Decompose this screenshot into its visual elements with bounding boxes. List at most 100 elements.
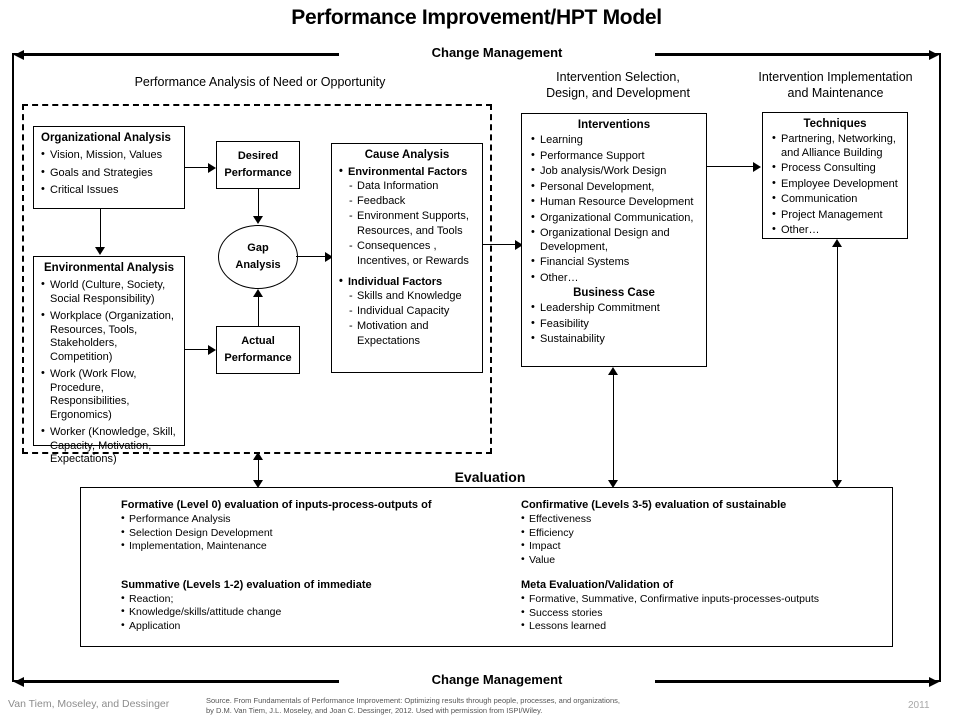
desired-performance-line2: Performance	[224, 167, 292, 179]
techniques-box: Techniques Partnering, Networking, and A…	[762, 112, 908, 239]
list-item: Learning	[531, 133, 697, 148]
arrow-shaft	[483, 244, 516, 245]
list-item: Organizational Design and Development,	[531, 226, 697, 254]
arrow-performance-analysis-to-evaluation	[253, 452, 264, 488]
cause-analysis-group2-list: Skills and Knowledge Individual Capacity…	[349, 289, 475, 349]
list-item: Financial Systems	[531, 255, 697, 270]
list-item: Effectiveness	[521, 512, 881, 527]
list-item: Skills and Knowledge	[349, 289, 475, 304]
list-item: Project Management	[772, 208, 898, 223]
list-item: Selection Design Development	[121, 526, 501, 541]
confirmative-list: Effectiveness Efficiency Impact Value	[521, 512, 881, 568]
arrow-org-to-environmental	[95, 209, 106, 256]
cause-analysis-title: Cause Analysis	[364, 149, 450, 161]
cause-analysis-group2-head: Individual Factors	[339, 275, 475, 288]
list-item: Feasibility	[531, 317, 697, 332]
cause-analysis-group1-list: Data Information Feedback Environment Su…	[349, 179, 475, 269]
business-case-list: Leadership Commitment Feasibility Sustai…	[531, 301, 697, 347]
arrowhead-left-icon	[14, 677, 24, 687]
footer-author: Van Tiem, Moseley, and Dessinger	[8, 698, 170, 710]
arrow-shaft	[185, 167, 209, 168]
list-item: Performance Support	[531, 149, 697, 164]
list-item: Application	[121, 619, 501, 634]
list-item: Impact	[521, 539, 881, 554]
footer-source: Source. From Fundamentals of Performance…	[206, 696, 766, 716]
list-item: Value	[521, 553, 881, 568]
arrowhead-right-icon	[929, 50, 939, 60]
arrowhead-down-icon	[608, 480, 618, 488]
desired-performance-box: Desired Performance	[216, 141, 300, 189]
change-management-bottom-label: Change Management	[339, 672, 655, 687]
list-item: Other…	[531, 271, 697, 286]
cause-analysis-box: Cause Analysis Environmental Factors Dat…	[331, 143, 483, 373]
interventions-title: Interventions	[577, 119, 651, 131]
arrowhead-right-icon	[208, 163, 216, 173]
footer-source-line2: by D.M. Van Tiem, J.L. Moseley, and Joan…	[206, 706, 543, 715]
arrow-interventions-to-techniques	[707, 161, 763, 172]
list-item: Employee Development	[772, 177, 898, 192]
actual-performance-line2: Performance	[224, 352, 292, 364]
column-heading-performance-analysis: Performance Analysis of Need or Opportun…	[134, 75, 386, 89]
cause-analysis-group1-head: Environmental Factors	[339, 165, 475, 178]
footer-year: 2011	[908, 700, 930, 711]
organizational-analysis-box: Organizational Analysis Vision, Mission,…	[33, 126, 185, 209]
evaluation-label: Evaluation	[454, 469, 526, 485]
organizational-analysis-title: Organizational Analysis	[41, 132, 171, 144]
list-item: Job analysis/Work Design	[531, 164, 697, 179]
gap-analysis-ellipse: Gap Analysis	[218, 225, 298, 289]
arrow-gap-to-cause	[296, 251, 334, 262]
arrowhead-down-icon	[253, 480, 263, 488]
arrow-org-to-desired	[185, 162, 217, 173]
list-item: Sustainability	[531, 332, 697, 347]
list-item: Vision, Mission, Values	[41, 148, 177, 163]
business-case-subtitle: Business Case	[573, 287, 655, 299]
arrowhead-up-icon	[832, 239, 842, 247]
list-item: Lessons learned	[521, 619, 881, 634]
footer-source-line1: Source. From Fundamentals of Performance…	[206, 696, 620, 705]
list-item: Goals and Strategies	[41, 166, 177, 181]
arrow-environmental-to-actual	[185, 344, 217, 355]
list-item: Feedback	[349, 194, 475, 209]
formative-list: Performance Analysis Selection Design De…	[121, 512, 501, 554]
arrowhead-down-icon	[832, 480, 842, 488]
column-heading-intervention-implementation: Intervention Implementation and Maintena…	[728, 69, 943, 101]
list-item: Critical Issues	[41, 183, 177, 198]
arrowhead-right-icon	[325, 252, 333, 262]
arrow-actual-to-gap	[253, 289, 264, 326]
list-item: Motivation and Expectations	[349, 319, 475, 349]
interventions-list: Learning Performance Support Job analysi…	[531, 133, 697, 286]
evaluation-left-column: Formative (Level 0) evaluation of inputs…	[121, 499, 501, 633]
techniques-title: Techniques	[803, 118, 867, 130]
list-item: World (Culture, Society, Social Responsi…	[41, 278, 177, 306]
list-item: Organizational Communication,	[531, 211, 697, 226]
list-item: Communication	[772, 192, 898, 207]
heading-line-2: and Maintenance	[787, 86, 884, 100]
formative-head: Formative (Level 0) evaluation of inputs…	[121, 499, 432, 511]
environmental-analysis-list: World (Culture, Society, Social Responsi…	[41, 278, 177, 467]
list-item: Consequences , Incentives, or Rewards	[349, 239, 475, 269]
list-item: Workplace (Organization, Resources, Tool…	[41, 309, 177, 364]
list-item: Success stories	[521, 606, 881, 621]
arrow-shaft	[707, 166, 754, 167]
organizational-analysis-list: Vision, Mission, Values Goals and Strate…	[41, 148, 177, 198]
arrowhead-up-icon	[253, 289, 263, 297]
change-management-bottom-arrow: Change Management	[14, 672, 939, 688]
arrow-shaft	[258, 189, 259, 217]
interventions-box: Interventions Learning Performance Suppo…	[521, 113, 707, 367]
confirmative-head: Confirmative (Levels 3-5) evaluation of …	[521, 499, 787, 511]
list-item: Formative, Summative, Confirmative input…	[521, 592, 881, 607]
list-item: Human Resource Development	[531, 195, 697, 210]
meta-evaluation-head: Meta Evaluation/Validation of	[521, 579, 674, 591]
change-management-top-arrow: Change Management	[14, 45, 939, 61]
arrow-techniques-to-evaluation	[832, 239, 843, 488]
arrow-shaft	[100, 209, 101, 248]
actual-performance-line1: Actual	[241, 335, 275, 347]
summative-head: Summative (Levels 1-2) evaluation of imm…	[121, 578, 372, 591]
arrow-shaft	[296, 256, 326, 257]
actual-performance-box: Actual Performance	[216, 326, 300, 374]
evaluation-box: Formative (Level 0) evaluation of inputs…	[80, 487, 893, 647]
summative-list: Reaction; Knowledge/skills/attitude chan…	[121, 592, 501, 634]
arrowhead-right-icon	[515, 240, 523, 250]
list-item: Personal Development,	[531, 180, 697, 195]
